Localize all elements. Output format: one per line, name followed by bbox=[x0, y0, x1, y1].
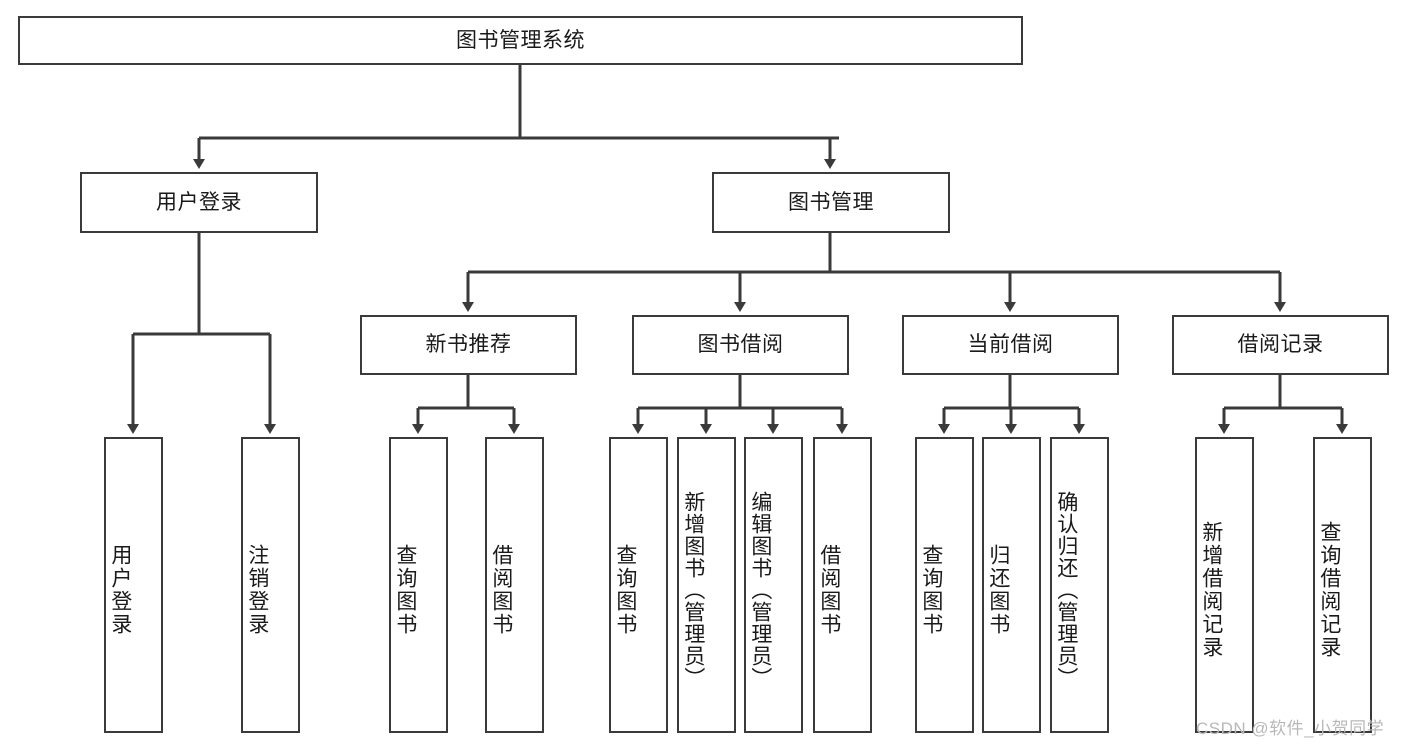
node-leaf-edit-book[interactable]: 编辑图书（管理员） bbox=[744, 437, 803, 733]
node-leaf-query-record[interactable]: 查询借阅记录 bbox=[1313, 437, 1372, 733]
node-leaf-confirm-return[interactable]: 确认归还（管理员） bbox=[1050, 437, 1109, 733]
node-label: 图书管理 bbox=[788, 190, 874, 214]
node-current-borrow[interactable]: 当前借阅 bbox=[902, 315, 1119, 375]
node-label: 查询图书 bbox=[919, 544, 943, 636]
node-label: 查询图书 bbox=[613, 544, 637, 636]
node-label: 借阅图书 bbox=[489, 544, 513, 636]
node-leaf-borrow-book-1[interactable]: 借阅图书 bbox=[485, 437, 544, 733]
node-label: 当前借阅 bbox=[967, 333, 1054, 357]
node-label: 查询图书 bbox=[393, 544, 417, 636]
node-leaf-logout-login[interactable]: 注销登录 bbox=[241, 437, 300, 733]
node-book-management[interactable]: 图书管理 bbox=[712, 172, 950, 233]
node-book-management-system[interactable]: 图书管理系统 bbox=[18, 16, 1023, 65]
node-leaf-return-book[interactable]: 归还图书 bbox=[982, 437, 1041, 733]
node-label: 借阅记录 bbox=[1237, 333, 1324, 357]
node-label: 归还图书 bbox=[986, 544, 1010, 636]
node-label: 新增图书（管理员） bbox=[681, 491, 705, 689]
node-label: 图书借阅 bbox=[697, 333, 784, 357]
node-leaf-query-book-3[interactable]: 查询图书 bbox=[915, 437, 974, 733]
node-leaf-add-record[interactable]: 新增借阅记录 bbox=[1195, 437, 1254, 733]
node-leaf-add-book[interactable]: 新增图书（管理员） bbox=[677, 437, 736, 733]
node-leaf-query-book-1[interactable]: 查询图书 bbox=[389, 437, 448, 733]
node-book-borrow[interactable]: 图书借阅 bbox=[632, 315, 849, 375]
node-label: 图书管理系统 bbox=[456, 28, 585, 52]
node-new-book-recommend[interactable]: 新书推荐 bbox=[360, 315, 577, 375]
node-label: 确认归还（管理员） bbox=[1054, 491, 1078, 689]
node-leaf-query-book-2[interactable]: 查询图书 bbox=[609, 437, 668, 733]
node-leaf-borrow-book-2[interactable]: 借阅图书 bbox=[813, 437, 872, 733]
node-label: 新增借阅记录 bbox=[1199, 521, 1223, 659]
node-label: 编辑图书（管理员） bbox=[748, 491, 772, 689]
node-label: 借阅图书 bbox=[817, 544, 841, 636]
node-label: 用户登录 bbox=[156, 190, 242, 214]
node-label: 用户登录 bbox=[108, 544, 132, 636]
node-borrow-record[interactable]: 借阅记录 bbox=[1172, 315, 1389, 375]
node-label: 注销登录 bbox=[245, 544, 269, 636]
node-user-login[interactable]: 用户登录 bbox=[80, 172, 318, 233]
node-label: 查询借阅记录 bbox=[1317, 521, 1341, 659]
csdn-watermark: CSDN @软件_小贺同学 bbox=[1196, 719, 1385, 738]
node-label: 新书推荐 bbox=[425, 333, 512, 357]
node-leaf-user-login[interactable]: 用户登录 bbox=[104, 437, 163, 733]
